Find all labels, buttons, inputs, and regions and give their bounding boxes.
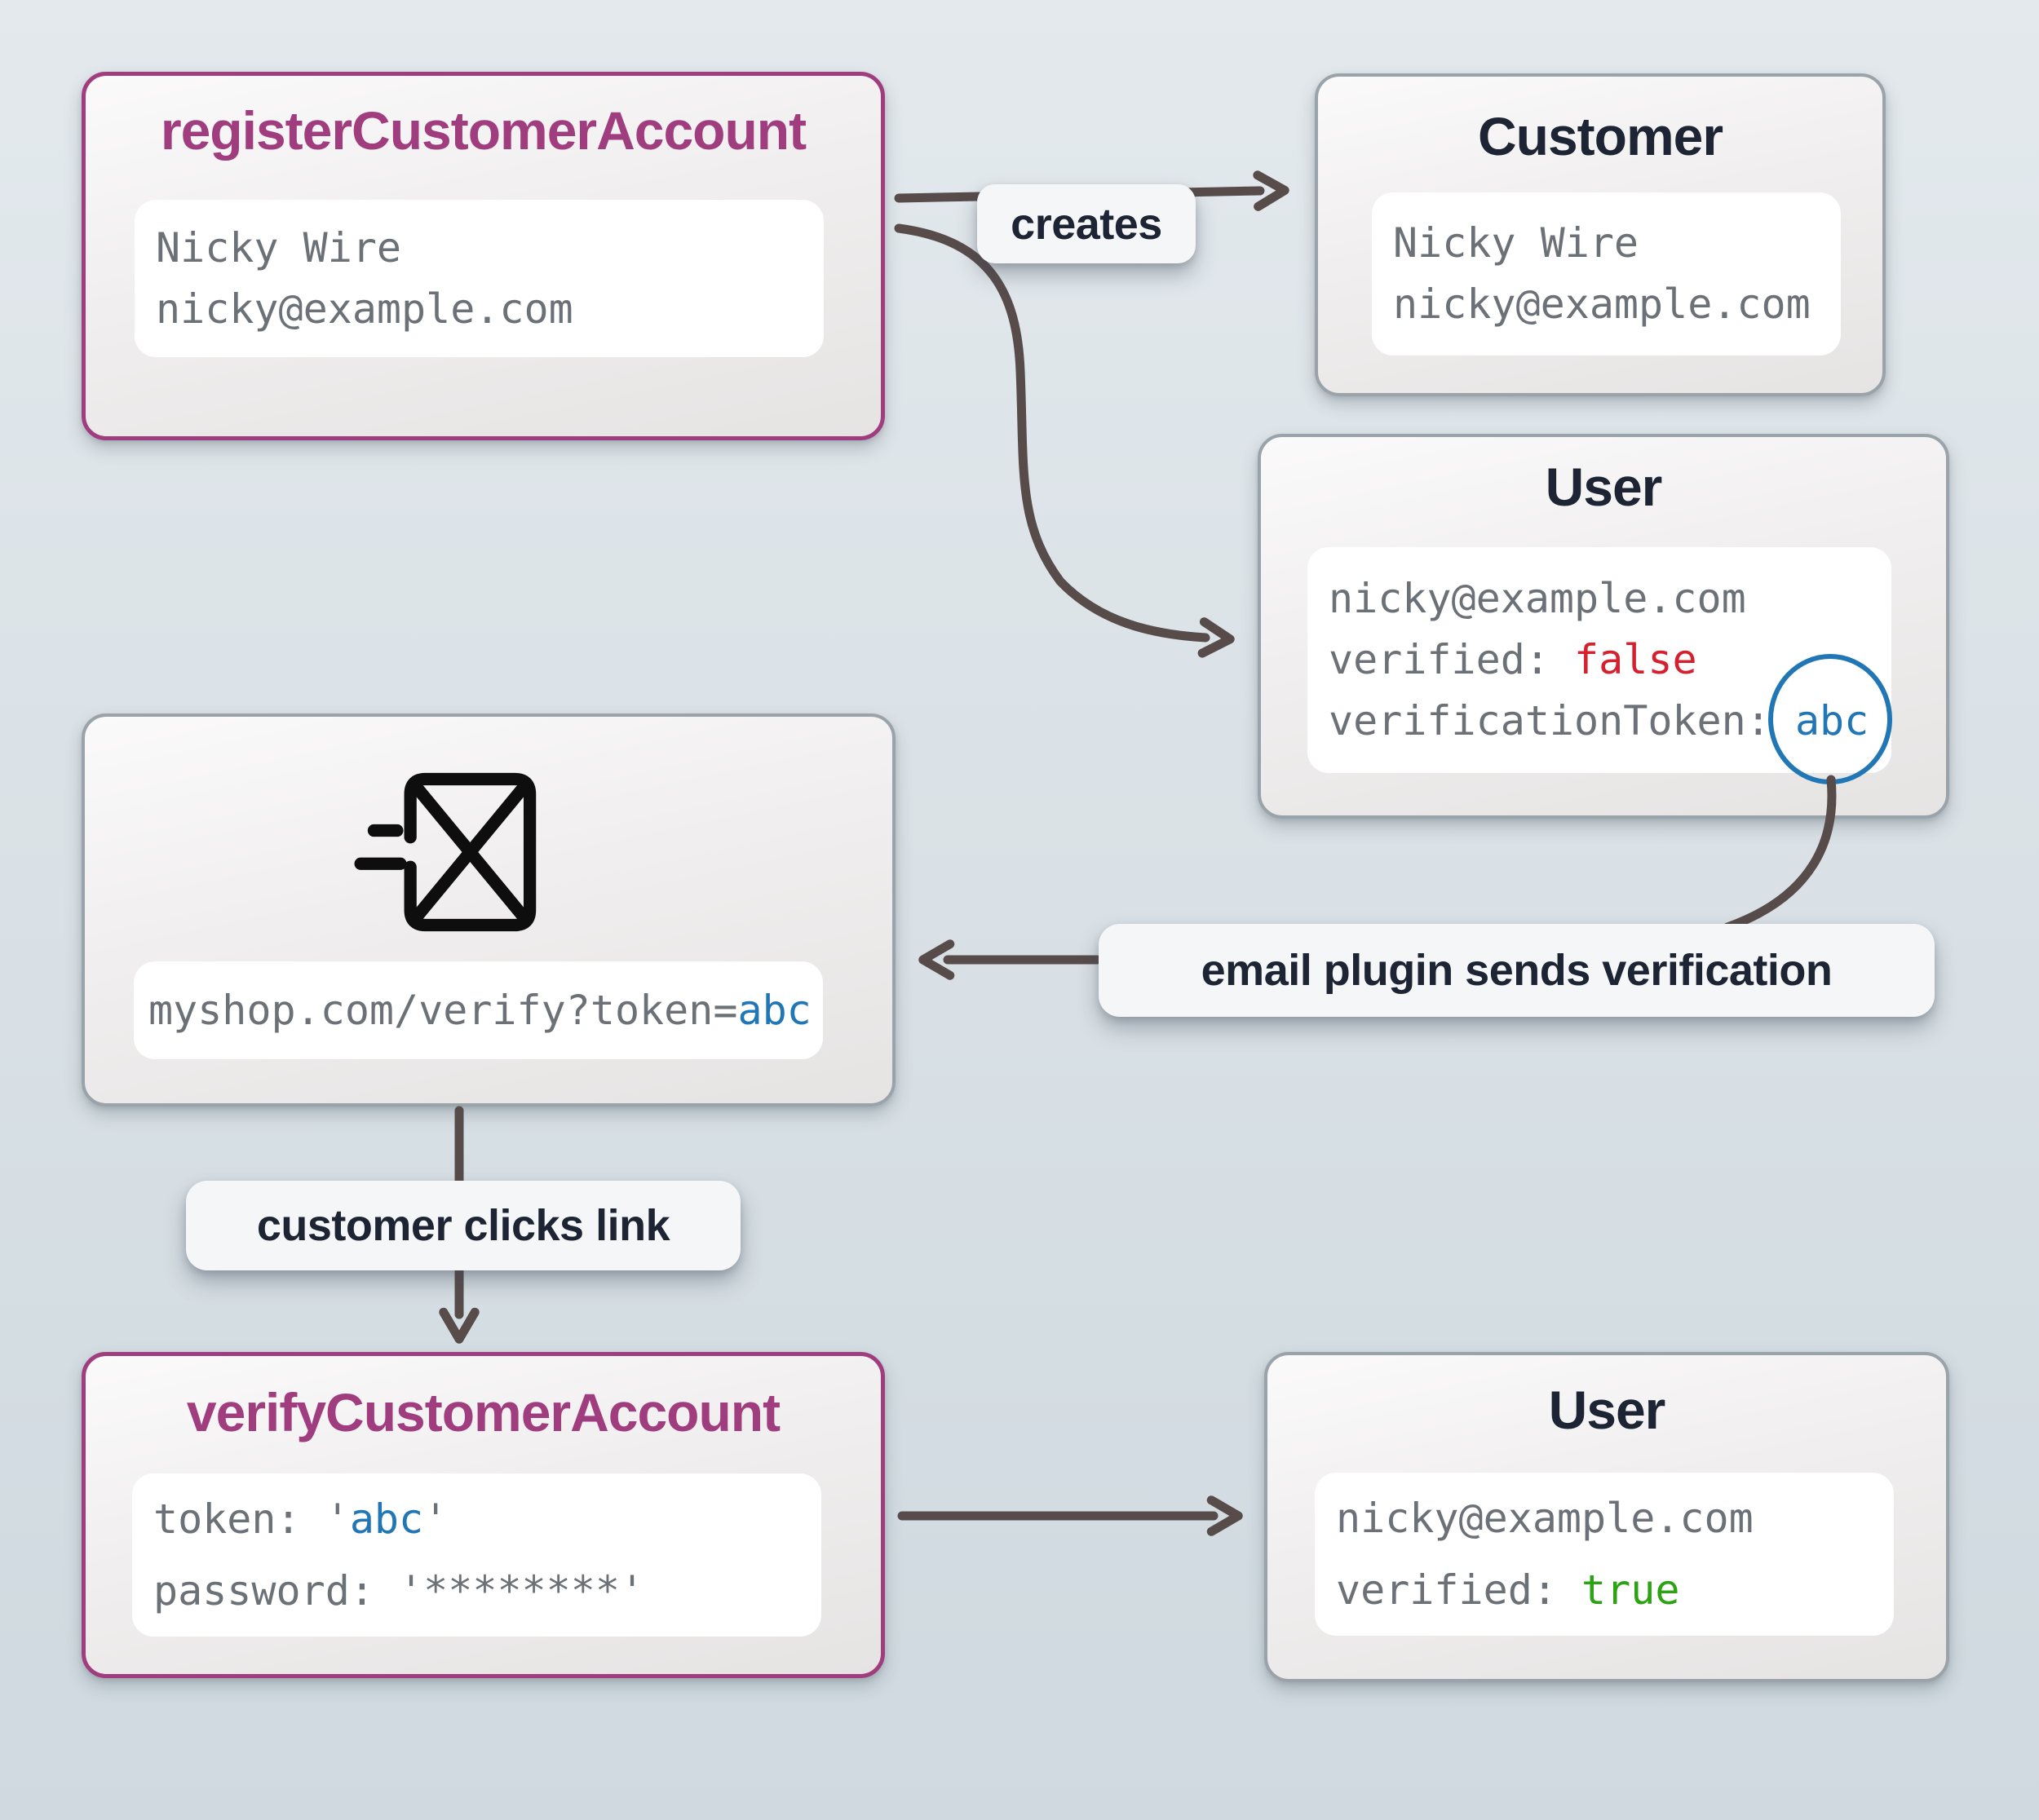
edge-label-creates: creates	[977, 184, 1196, 263]
user-verified-verified-line: verified: true	[1336, 1566, 1680, 1614]
arrow-creates-user	[894, 223, 1235, 658]
user-verified-payload-box: nicky@example.com verified: true	[1315, 1473, 1894, 1636]
node-title-customer: Customer	[1477, 106, 1723, 166]
verified-false-value: false	[1574, 636, 1697, 683]
verify-payload-box: token: 'abc' password: '********'	[132, 1473, 821, 1637]
url-token-value: abc	[737, 986, 812, 1034]
node-title-user-unverified: User	[1545, 457, 1663, 517]
node-customer: Customer Nicky Wire nicky@example.com	[1315, 73, 1886, 396]
verification-url-box: myshop.com/verify?token=abc	[134, 961, 823, 1059]
user-unverified-verified-line: verified: false	[1329, 636, 1697, 683]
customer-payload-box: Nicky Wire nicky@example.com	[1372, 192, 1841, 356]
user-verified-email: nicky@example.com	[1336, 1495, 1754, 1542]
node-title-verify: verifyCustomerAccount	[186, 1382, 781, 1442]
node-user-verified: User nicky@example.com verified: true	[1264, 1352, 1949, 1682]
register-email: nicky@example.com	[156, 285, 573, 333]
register-payload-box: Nicky Wire nicky@example.com	[135, 200, 824, 357]
customer-name: Nicky Wire	[1393, 219, 1639, 267]
mail-send-icon	[354, 771, 550, 934]
verification-url: myshop.com/verify?token=abc	[148, 986, 812, 1034]
edge-label-customer-clicks: customer clicks link	[186, 1181, 741, 1270]
node-title-user-verified: User	[1548, 1380, 1666, 1440]
edge-label-email-plugin: email plugin sends verification	[1099, 924, 1935, 1017]
verify-token-line: token: 'abc'	[153, 1495, 449, 1543]
node-verify-customer-account: verifyCustomerAccount token: 'abc' passw…	[82, 1352, 885, 1678]
verify-token-value: abc	[349, 1495, 424, 1543]
node-user-unverified: User nicky@example.com verified: false v…	[1258, 434, 1949, 819]
register-name: Nicky Wire	[156, 223, 402, 272]
verified-true-value: true	[1581, 1566, 1680, 1614]
customer-email: nicky@example.com	[1393, 281, 1811, 328]
verify-password-line: password: '********'	[153, 1567, 645, 1615]
node-title-register: registerCustomerAccount	[160, 100, 807, 161]
user-unverified-payload-box: nicky@example.com verified: false verifi…	[1307, 547, 1892, 784]
user-unverified-email: nicky@example.com	[1329, 575, 1746, 622]
node-email-message: myshop.com/verify?token=abc	[82, 713, 896, 1107]
curve-token-to-label	[1723, 775, 1837, 932]
node-register-customer-account: registerCustomerAccount Nicky Wire nicky…	[82, 72, 885, 440]
